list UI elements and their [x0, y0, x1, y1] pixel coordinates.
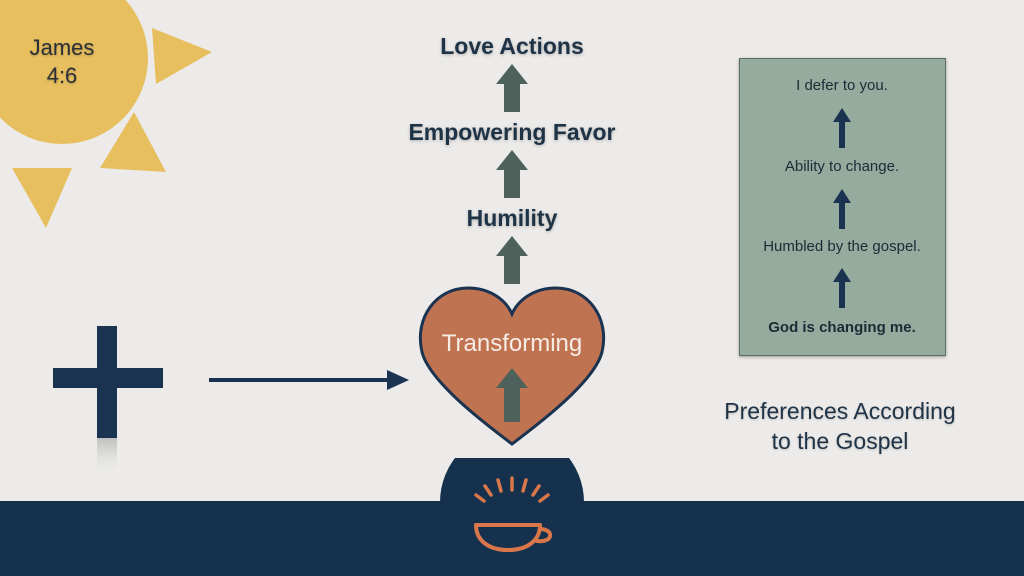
heart-icon	[418, 286, 606, 446]
panel-item-defer: I defer to you.	[796, 77, 888, 94]
flow-label-love-actions: Love Actions	[440, 33, 584, 59]
up-arrow-icon	[496, 64, 528, 112]
heart-label-transforming: Transforming	[441, 330, 583, 357]
sun-icon	[0, 0, 212, 228]
up-arrow-icon	[833, 189, 851, 229]
up-arrow-icon	[833, 108, 851, 148]
caption: Preferences According to the Gospel	[690, 396, 990, 456]
panel-item-humbled: Humbled by the gospel.	[763, 238, 921, 255]
panel-item-god-changing: God is changing me.	[768, 319, 916, 336]
scripture-book: James	[29, 35, 95, 60]
cross-icon	[53, 326, 163, 476]
footer-band	[0, 501, 1024, 576]
scripture-reference: James 4:6	[12, 34, 112, 90]
up-arrow-icon	[496, 150, 528, 198]
up-arrow-icon	[496, 236, 528, 284]
up-arrow-icon	[833, 268, 851, 308]
caption-line-2: to the Gospel	[771, 428, 909, 454]
coffee-cup-logo-icon	[440, 458, 584, 552]
flow-label-empowering-favor: Empowering Favor	[408, 119, 616, 145]
caption-line-1: Preferences According	[724, 398, 956, 424]
panel-item-ability: Ability to change.	[784, 158, 900, 175]
flow-label-humility: Humility	[466, 205, 558, 231]
cross-to-heart-arrow	[209, 370, 409, 390]
scripture-verse: 4:6	[46, 63, 78, 88]
